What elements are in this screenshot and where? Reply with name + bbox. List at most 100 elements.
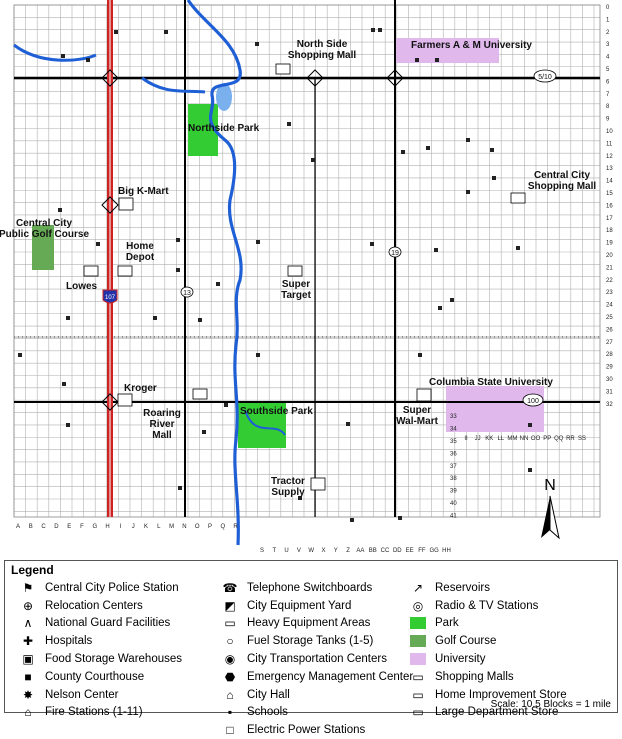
street-number: 24: [606, 303, 613, 309]
street-letter: A: [16, 524, 20, 530]
home-improvement-icon: ▭: [412, 687, 424, 702]
legend-label: Large Department Store: [435, 706, 559, 719]
street-number: 36: [450, 451, 457, 457]
scale-text: Scale: 10.5 Blocks = 1 mile: [490, 699, 611, 710]
golf-swatch: [405, 635, 431, 648]
facility-marker: [370, 242, 374, 246]
shield-19: 19: [388, 246, 402, 258]
legend-label: Fire Stations (1-11): [45, 706, 143, 719]
legend-label: Central City Police Station: [45, 581, 179, 594]
facility-marker: [255, 42, 259, 46]
label-farmers-university: Farmers A & M University: [411, 40, 532, 51]
facility-marker: [450, 298, 454, 302]
street-letter: P: [208, 524, 212, 530]
facility-marker: [176, 238, 180, 242]
facility-marker: [256, 240, 260, 244]
legend-item: University: [405, 650, 567, 668]
street-letter: R: [233, 524, 238, 530]
street-letter: MM: [507, 436, 517, 442]
facility-marker: [86, 58, 90, 62]
street-letter: QQ: [554, 436, 564, 442]
street-number: 2: [606, 30, 610, 36]
school-icon: ▪: [227, 705, 233, 720]
street-letter: HH: [442, 548, 451, 554]
facility-marker: [528, 468, 532, 472]
facility-marker: [164, 30, 168, 34]
street-letter: EE: [406, 548, 414, 554]
fire-station-icon: ⌂: [24, 705, 32, 720]
street-number: 18: [606, 228, 613, 234]
legend-item: Park: [405, 615, 567, 633]
legend-item: ◎Radio & TV Stations: [405, 597, 567, 615]
street-number: 33: [450, 414, 457, 420]
facility-marker: [466, 190, 470, 194]
courthouse-icon: ■: [24, 669, 32, 684]
legend-label: Emergency Management Center: [247, 670, 414, 683]
label-kroger: Kroger: [124, 383, 157, 394]
emergency-center-icon: ⬣: [224, 669, 236, 684]
police-icon: ⚑: [22, 580, 34, 595]
street-number: 34: [450, 427, 457, 433]
street-number: 28: [606, 352, 613, 358]
legend-item: ⊕Relocation Centers: [15, 597, 182, 615]
label-big-k-mart: Big K-Mart: [118, 186, 169, 197]
legend-item: ▭Shopping Malls: [405, 668, 567, 686]
street-letter: E: [67, 524, 71, 530]
legend-item: ■County Courthouse: [15, 668, 182, 686]
legend-item: ↗Reservoirs: [405, 579, 567, 597]
legend-label: Nelson Center: [45, 688, 119, 701]
street-letter: W: [308, 548, 314, 554]
svg-text:19: 19: [391, 250, 399, 257]
street-letter: B: [29, 524, 33, 530]
svg-text:5/10: 5/10: [538, 74, 552, 81]
national-guard-icon: ∧: [23, 616, 33, 631]
facility-marker: [346, 422, 350, 426]
facility-marker: [401, 150, 405, 154]
legend-item: ⌂City Hall: [217, 686, 413, 704]
southside-park-area: [238, 402, 286, 448]
legend-item: ▭Home Improvement Store: [405, 686, 566, 704]
facility-marker: [311, 158, 315, 162]
telephone-icon: ☎: [222, 580, 238, 595]
street-number: 40: [450, 501, 457, 507]
legend-item: ◩City Equipment Yard: [217, 597, 413, 615]
street-letter: KK: [485, 436, 493, 442]
street-letter: L: [157, 524, 161, 530]
legend-item: ▣Food Storage Warehouses: [15, 650, 182, 668]
street-letter: O: [195, 524, 200, 530]
legend-item: ∧National Guard Facilities: [15, 615, 182, 633]
legend-label: Heavy Equipment Areas: [247, 617, 371, 630]
legend-label: Park: [435, 617, 459, 630]
label-columbia-university: Columbia State University: [429, 377, 553, 388]
street-number: 26: [606, 327, 613, 333]
facility-marker: [287, 122, 291, 126]
label-lowes: Lowes: [66, 281, 98, 292]
street-number: 41: [450, 513, 457, 519]
university-swatch: [405, 653, 431, 666]
street-number: 32: [606, 402, 613, 408]
columbia-university-area: [446, 386, 544, 432]
facility-marker: [418, 353, 422, 357]
facility-marker: [178, 486, 182, 490]
nelson-center-icon: ✸: [22, 687, 34, 702]
north-arrow-icon: N: [541, 477, 560, 540]
heavy-equipment-icon: ▭: [224, 616, 236, 631]
street-letter: NN: [520, 436, 529, 442]
street-letter: G: [92, 524, 97, 530]
shield-100: 100: [522, 393, 544, 407]
department-store-icon: ▭: [412, 705, 424, 720]
farmers-university-area: [395, 38, 499, 63]
street-letter: AA: [356, 548, 364, 554]
street-letter: Y: [334, 548, 338, 554]
street-number: 11: [606, 141, 613, 147]
street-number: 29: [606, 365, 613, 371]
transportation-icon: ◉: [224, 652, 236, 667]
facility-marker: [435, 58, 439, 62]
street-letter: LL: [497, 436, 504, 442]
